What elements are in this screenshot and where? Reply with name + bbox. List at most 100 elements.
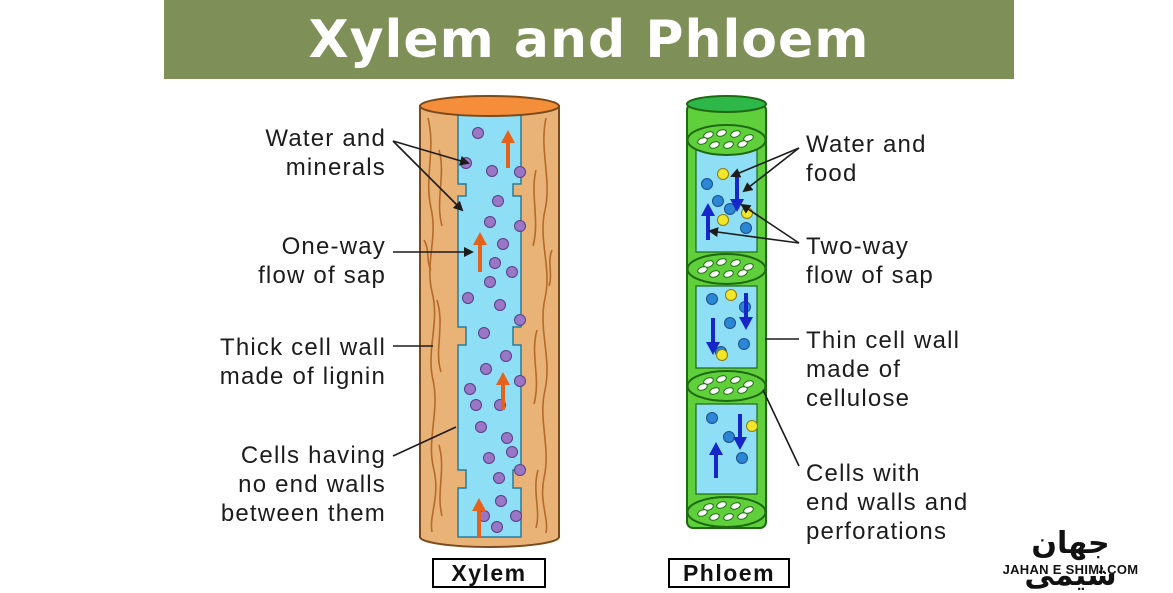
sieve-pore (716, 129, 727, 137)
sieve-pore (703, 377, 714, 385)
mineral-particle (514, 220, 526, 232)
mineral-particle (491, 521, 503, 533)
xylem-leader-lines (392, 140, 474, 457)
upward-flow-arrow-head (701, 203, 715, 216)
mineral-particle (500, 350, 512, 362)
downward-flow-arrow (733, 414, 747, 450)
upward-flow-arrow-head (496, 372, 510, 385)
sieve-pore (737, 140, 748, 148)
downward-flow-arrow (730, 176, 744, 212)
sap-flow-arrows (472, 130, 753, 537)
mineral-particle (472, 127, 484, 139)
xylem-water-minerals-label: Water and minerals (265, 125, 386, 181)
water-particle (701, 178, 713, 190)
mineral-particle (486, 165, 498, 177)
sieve-pore (703, 131, 714, 139)
mineral-particle (514, 314, 526, 326)
mineral-particle (483, 452, 495, 464)
upward-flow-arrow (472, 498, 486, 537)
xylem-cells-no-end-walls-label: Cells having no end walls between them (220, 442, 386, 527)
sieve-pore (737, 269, 748, 277)
mineral-particle (489, 257, 501, 269)
mineral-particle (506, 266, 518, 278)
sieve-pore (730, 376, 741, 384)
food-particle (746, 420, 758, 432)
food-particle (717, 168, 729, 180)
mineral-particle (514, 166, 526, 178)
downward-flow-arrow (706, 318, 720, 355)
sieve-pore (716, 258, 727, 266)
xylem-thick-cell-wall-label: Thick cell wall made of lignin (219, 334, 386, 390)
sieve-pore (737, 512, 748, 520)
sieve-pore (709, 141, 720, 149)
xylem-caption: Xylem (432, 558, 546, 588)
upward-flow-arrow-head (472, 498, 486, 511)
upward-flow-arrow-head (473, 232, 487, 245)
downward-flow-arrow-head (730, 199, 744, 212)
upward-flow-arrow (739, 293, 753, 330)
sieve-pore (703, 260, 714, 268)
mineral-particle (495, 495, 507, 507)
upward-flow-arrow (501, 130, 515, 168)
sieve-plate (686, 124, 767, 156)
water-particle (740, 222, 752, 234)
sieve-pore (716, 375, 727, 383)
mineral-particle (492, 195, 504, 207)
logo-arabic-text: جهان شیمی (1024, 526, 1117, 593)
mineral-particle (470, 399, 482, 411)
sieve-pore (743, 134, 754, 142)
sieve-pore (730, 130, 741, 138)
phloem-cells-end-walls-label: Cells with end walls and perforations (806, 460, 969, 545)
logo-latin-text: JAHAN E SHIMI.COM (1002, 562, 1139, 577)
downward-flow-arrow-head (733, 437, 747, 450)
upward-flow-arrow (709, 442, 723, 478)
sieve-plate (686, 496, 767, 528)
phloem-water-food-label: Water and food (806, 131, 927, 187)
mineral-particle (510, 510, 522, 522)
sieve-pore (709, 513, 720, 521)
sieve-pore (716, 501, 727, 509)
sieve-pore (703, 503, 714, 511)
phloem-leader-lines (708, 147, 800, 467)
mineral-particle (475, 421, 487, 433)
upward-flow-arrow (701, 203, 715, 240)
sieve-pore (697, 266, 708, 274)
phloem-thin-cell-wall-label: Thin cell wall made of cellulose (806, 327, 961, 412)
upward-flow-arrow (473, 232, 487, 272)
mineral-particle (478, 327, 490, 339)
sieve-pore (697, 383, 708, 391)
sieve-plate (686, 253, 767, 285)
mineral-particle (493, 472, 505, 484)
sieve-pore (709, 387, 720, 395)
mineral-particle (514, 464, 526, 476)
sieve-pore (723, 270, 734, 278)
sieve-pore (743, 380, 754, 388)
water-particle (724, 317, 736, 329)
upward-flow-arrow-head (501, 130, 515, 143)
water-particle (736, 452, 748, 464)
page-title: Xylem and Phloem (164, 0, 1014, 79)
sieve-plate (686, 370, 767, 402)
phloem-two-way-flow-label: Two-way flow of sap (806, 233, 934, 289)
mineral-particle (484, 276, 496, 288)
water-particle (738, 338, 750, 350)
mineral-particle (462, 292, 474, 304)
water-particle (712, 195, 724, 207)
water-particle (706, 412, 718, 424)
sieve-pore (709, 270, 720, 278)
site-logo: جهان شیمی JAHAN E SHIMI.COM (993, 528, 1153, 592)
mineral-particle (484, 216, 496, 228)
mineral-particle (514, 375, 526, 387)
mineral-particle (497, 238, 509, 250)
sieve-pore (730, 259, 741, 267)
sieve-pore (743, 506, 754, 514)
sieve-pore (697, 509, 708, 517)
sieve-pore (697, 137, 708, 145)
water-particle (723, 431, 735, 443)
mineral-particle (506, 446, 518, 458)
xylem-vessel (419, 95, 560, 548)
food-particle (725, 289, 737, 301)
water-particle (706, 293, 718, 305)
sieve-pore (723, 141, 734, 149)
